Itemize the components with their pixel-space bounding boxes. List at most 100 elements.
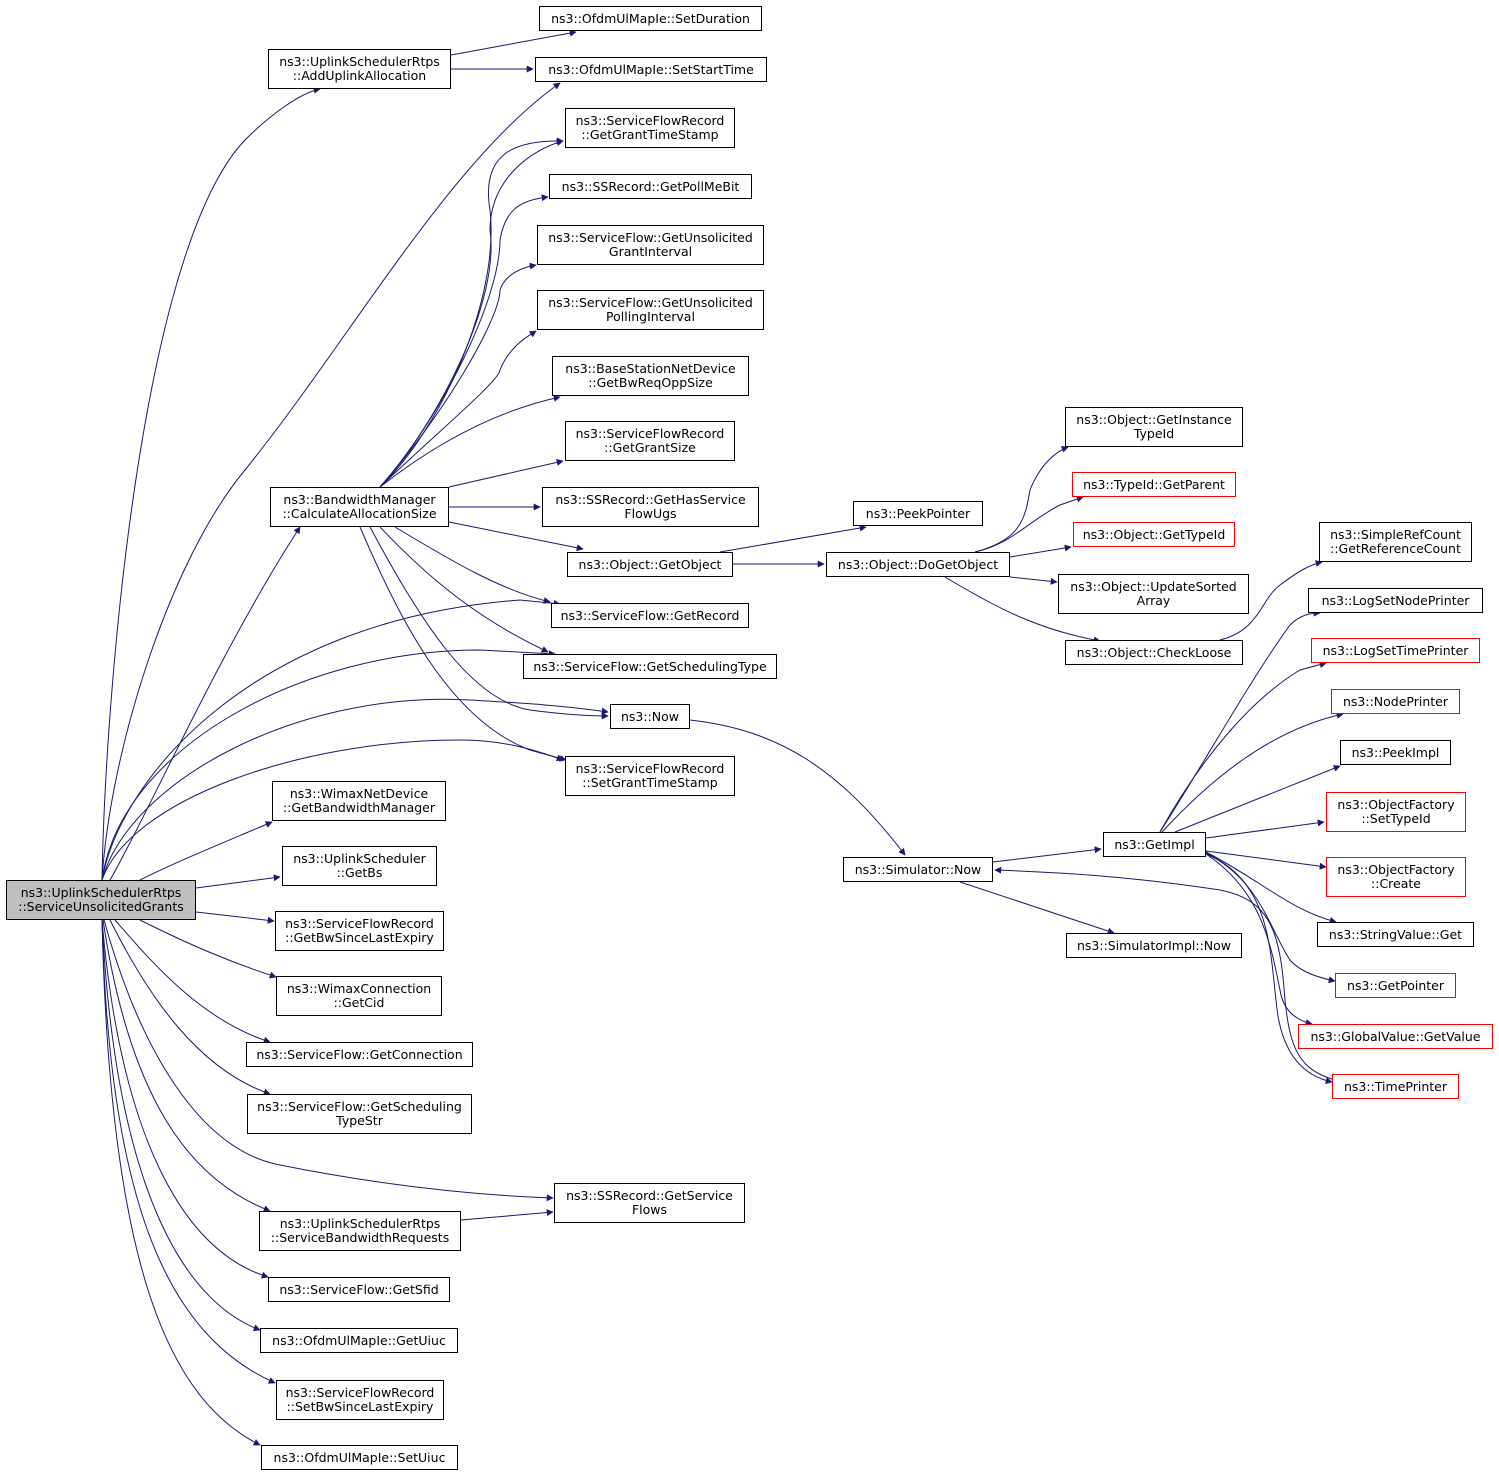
node-get-grant-size[interactable]: ns3::ServiceFlowRecord::GetGrantSize xyxy=(565,421,735,461)
node-string-value-get[interactable]: ns3::StringValue::Get xyxy=(1317,922,1474,947)
label: ns3::PeekImpl xyxy=(1351,744,1440,760)
call-edge xyxy=(379,139,564,488)
label: ns3::GetPointer xyxy=(1347,977,1444,993)
label: ns3::TimePrinter xyxy=(1344,1078,1447,1094)
node-do-get-object[interactable]: ns3::Object::DoGetObject xyxy=(826,552,1010,577)
node-get-poll-me-bit[interactable]: ns3::SSRecord::GetPollMeBit xyxy=(549,174,752,199)
call-edge xyxy=(1009,544,1072,558)
label: ::GetReferenceCount xyxy=(1330,541,1461,556)
call-edge xyxy=(1009,576,1058,585)
label: PollingInterval xyxy=(606,309,695,324)
node-get-grant-time-stamp[interactable]: ns3::ServiceFlowRecord::GetGrantTimeStam… xyxy=(565,108,735,148)
call-edge xyxy=(1205,819,1325,839)
node-get-cid[interactable]: ns3::WimaxConnection::GetCid xyxy=(276,976,442,1016)
label: ns3::SSRecord::GetHasService xyxy=(555,492,746,507)
node-root-line1: ns3::UplinkSchedulerRtps xyxy=(20,885,182,900)
label: ns3::NodePrinter xyxy=(1342,693,1449,709)
call-edge xyxy=(101,698,609,881)
node-get-bs[interactable]: ns3::UplinkScheduler::GetBs xyxy=(282,846,437,886)
node-typeid-get-parent[interactable]: ns3::TypeId::GetParent xyxy=(1072,472,1236,497)
call-edge xyxy=(448,521,584,552)
call-edge xyxy=(101,739,564,881)
node-get-record[interactable]: ns3::ServiceFlow::GetRecord xyxy=(551,603,749,628)
label: ns3::BandwidthManager xyxy=(283,492,436,507)
call-edge xyxy=(101,919,269,1279)
node-log-set-time-printer[interactable]: ns3::LogSetTimePrinter xyxy=(1311,638,1480,663)
call-edge xyxy=(1205,853,1333,1085)
node-get-uiuc[interactable]: ns3::OfdmUlMapIe::GetUiuc xyxy=(260,1328,458,1353)
node-peek-pointer[interactable]: ns3::PeekPointer xyxy=(853,501,983,526)
label: ns3::Now xyxy=(620,708,680,724)
label: ns3::SimpleRefCount xyxy=(1330,527,1461,542)
call-edge xyxy=(103,919,554,1202)
node-get-bandwidth-manager[interactable]: ns3::WimaxNetDevice::GetBandwidthManager xyxy=(272,781,446,821)
call-edge xyxy=(139,919,277,979)
call-edge xyxy=(109,526,301,881)
node-calculate-allocation-size[interactable]: ns3::BandwidthManager::CalculateAllocati… xyxy=(270,487,449,527)
label: Flows xyxy=(631,1202,668,1217)
node-root[interactable]: ns3::UplinkSchedulerRtps::ServiceUnsolic… xyxy=(6,880,196,920)
node-get-connection[interactable]: ns3::ServiceFlow::GetConnection xyxy=(246,1042,473,1067)
node-log-set-node-printer[interactable]: ns3::LogSetNodePrinter xyxy=(1308,588,1483,613)
label: FlowUgs xyxy=(624,506,677,521)
node-add-uplink-allocation[interactable]: ns3::UplinkSchedulerRtps::AddUplinkAlloc… xyxy=(268,49,451,89)
node-get-scheduling-type[interactable]: ns3::ServiceFlow::GetSchedulingType xyxy=(523,654,777,679)
node-get-reference-count[interactable]: ns3::SimpleRefCount::GetReferenceCount xyxy=(1319,522,1472,562)
label: ns3::ObjectFactory xyxy=(1337,797,1455,812)
call-edge xyxy=(460,1209,554,1221)
node-get-sfid[interactable]: ns3::ServiceFlow::GetSfid xyxy=(268,1277,450,1302)
label: ns3::TypeId::GetParent xyxy=(1083,476,1225,492)
call-edge xyxy=(379,526,549,653)
node-now[interactable]: ns3::Now xyxy=(610,704,690,729)
call-edge xyxy=(1174,765,1341,833)
node-get-impl[interactable]: ns3::GetImpl xyxy=(1103,832,1206,857)
call-edge xyxy=(379,262,537,488)
node-simulator-now[interactable]: ns3::Simulator::Now xyxy=(843,857,993,882)
node-check-loose[interactable]: ns3::Object::CheckLoose xyxy=(1065,640,1243,665)
node-set-grant-time-stamp[interactable]: ns3::ServiceFlowRecord::SetGrantTimeStam… xyxy=(565,756,735,796)
node-get-bw-req-opp-size[interactable]: ns3::BaseStationNetDevice::GetBwReqOppSi… xyxy=(552,356,749,396)
call-edge xyxy=(974,495,1084,553)
label: ns3::ServiceFlowRecord xyxy=(285,916,434,931)
node-global-value-get-value[interactable]: ns3::GlobalValue::GetValue xyxy=(1298,1024,1493,1049)
label: ns3::ServiceFlow::GetUnsolicited xyxy=(548,230,753,245)
call-edge xyxy=(101,919,261,1332)
node-set-bw-since-last-expiry[interactable]: ns3::ServiceFlowRecord::SetBwSinceLastEx… xyxy=(276,1380,444,1420)
node-get-pointer[interactable]: ns3::GetPointer xyxy=(1335,973,1456,998)
node-get-object[interactable]: ns3::Object::GetObject xyxy=(567,552,733,577)
label: ns3::UplinkSchedulerRtps xyxy=(279,1216,441,1231)
label: ns3::StringValue::Get xyxy=(1328,926,1463,942)
node-service-bandwidth-requests[interactable]: ns3::UplinkSchedulerRtps::ServiceBandwid… xyxy=(259,1211,461,1251)
label: ::GetBwReqOppSize xyxy=(588,375,713,390)
node-simulator-impl-now[interactable]: ns3::SimulatorImpl::Now xyxy=(1066,933,1242,958)
label: ns3::PeekPointer xyxy=(865,505,971,521)
node-set-uiuc[interactable]: ns3::OfdmUlMapIe::SetUiuc xyxy=(261,1445,458,1470)
label: ns3::OfdmUlMapIe::SetDuration xyxy=(551,10,750,26)
node-set-start-time[interactable]: ns3::OfdmUlMapIe::SetStartTime xyxy=(535,57,767,82)
node-object-factory-create[interactable]: ns3::ObjectFactory::Create xyxy=(1326,857,1466,897)
node-set-duration[interactable]: ns3::OfdmUlMapIe::SetDuration xyxy=(539,6,762,31)
label: ns3::Object::GetInstance xyxy=(1076,412,1232,427)
call-edge xyxy=(1161,711,1344,833)
label: GrantInterval xyxy=(608,244,693,259)
node-peek-impl[interactable]: ns3::PeekImpl xyxy=(1340,740,1451,765)
call-edge xyxy=(101,86,321,881)
node-node-printer[interactable]: ns3::NodePrinter xyxy=(1331,689,1460,714)
label: TypeId xyxy=(1133,426,1175,441)
label: ::GetBandwidthManager xyxy=(282,800,436,815)
label: ::GetCid xyxy=(333,995,385,1010)
node-object-get-type-id[interactable]: ns3::Object::GetTypeId xyxy=(1073,522,1235,547)
node-object-factory-set-type-id[interactable]: ns3::ObjectFactory::SetTypeId xyxy=(1326,792,1466,832)
label: ns3::LogSetTimePrinter xyxy=(1322,642,1469,658)
label: ::ServiceBandwidthRequests xyxy=(270,1230,450,1245)
node-time-printer[interactable]: ns3::TimePrinter xyxy=(1332,1074,1459,1099)
node-get-bw-since-last-expiry[interactable]: ns3::ServiceFlowRecord::GetBwSinceLastEx… xyxy=(275,911,444,951)
